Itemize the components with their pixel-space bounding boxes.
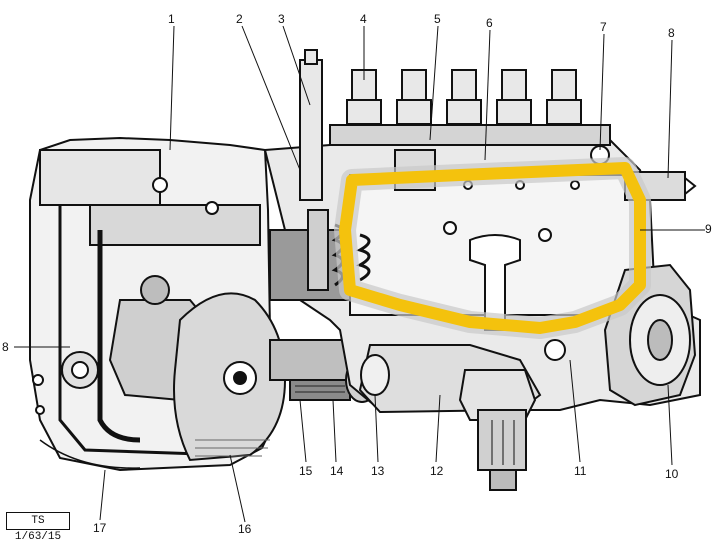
callout-2: 2	[236, 12, 243, 26]
callout-14: 14	[330, 464, 344, 478]
callout-4: 4	[360, 12, 367, 26]
callout-1: 1	[168, 12, 175, 26]
callout-5: 5	[434, 12, 441, 26]
callout-15: 15	[299, 464, 313, 478]
delivery-valve-holders	[299, 49, 611, 201]
callout-numbers: 1 2 3 4 5 6 7 8 9 8 10 11 12 13 14 15 16…	[2, 12, 712, 536]
callout-3: 3	[278, 12, 285, 26]
leader-lines	[14, 25, 705, 523]
figure-reference-code: TS 1/63/15	[6, 512, 70, 540]
highlight-outline	[334, 157, 651, 339]
callout-16: 16	[238, 522, 252, 536]
callout-11: 11	[574, 464, 587, 478]
feed-pump	[358, 339, 566, 491]
callout-8-top: 8	[668, 26, 675, 40]
callout-7: 7	[600, 20, 607, 34]
callout-8-left: 8	[2, 340, 9, 354]
callout-13: 13	[371, 464, 385, 478]
callout-6: 6	[486, 16, 493, 30]
callout-9: 9	[705, 222, 712, 236]
callout-17: 17	[93, 521, 107, 535]
callout-12: 12	[430, 464, 444, 478]
governor-cover	[173, 292, 287, 462]
callout-10: 10	[665, 467, 679, 481]
